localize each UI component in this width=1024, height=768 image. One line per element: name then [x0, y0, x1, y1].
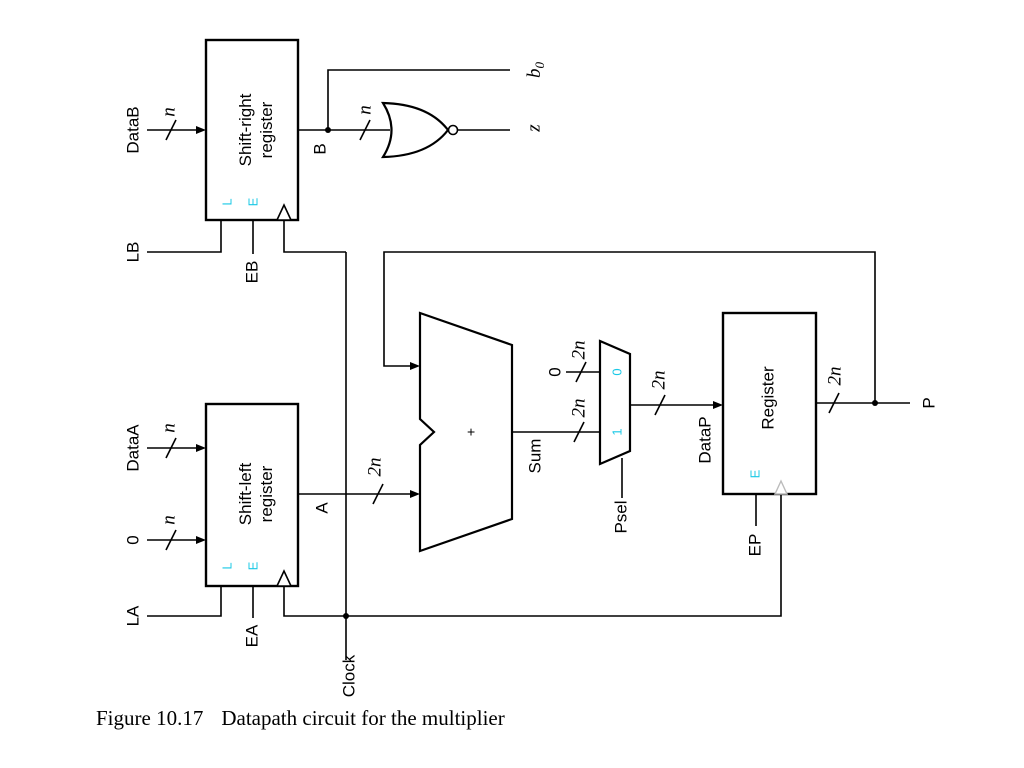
shift-left-label-1: Shift-left — [236, 463, 255, 526]
zero-a-arrowhead — [196, 536, 206, 544]
z-output-label: z — [523, 124, 544, 133]
shift-right-register — [204, 38, 300, 222]
p-bus-slash — [828, 392, 840, 414]
sum-bus-slash — [573, 421, 585, 443]
mux-pin-1: 1 — [609, 428, 624, 435]
p-register — [721, 311, 818, 496]
datap-bus-slash — [654, 394, 666, 416]
clock-to-shift-left-and-register — [283, 494, 782, 617]
zero-a-label: 0 — [123, 535, 142, 544]
figure-number: Figure 10.17 — [96, 706, 204, 730]
p-bus-width: 2n — [824, 367, 845, 386]
clock-to-shift-right — [283, 220, 346, 253]
clock-label: Clock — [339, 654, 358, 697]
mux-zero-label: 0 — [545, 367, 564, 376]
mux-zero-width: 2n — [568, 341, 589, 360]
a-arrowhead — [410, 490, 420, 498]
datab-width: n — [158, 107, 179, 117]
multiplexer — [598, 339, 632, 466]
clock-junction — [343, 613, 349, 619]
lb-label: LB — [123, 242, 142, 263]
datap-label: DataP — [695, 416, 714, 463]
adder-symbol: + — [463, 428, 479, 436]
b0-output-label: b0 — [524, 62, 547, 79]
a-signal-label: A — [312, 502, 331, 514]
datap-bus-width: 2n — [648, 371, 669, 390]
ea-label: EA — [242, 624, 261, 647]
dataa-arrowhead — [196, 444, 206, 452]
sum-label: Sum — [525, 439, 544, 474]
datab-arrowhead — [196, 126, 206, 134]
zero-a-slash — [165, 529, 177, 551]
figure-caption-text: Datapath circuit for the multiplier — [221, 706, 505, 730]
register-label: Register — [758, 366, 777, 430]
a-bus-width: 2n — [364, 458, 385, 477]
figure-caption: Figure 10.17 Datapath circuit for the mul… — [96, 706, 505, 731]
register-enable-pin: E — [747, 469, 762, 478]
zero-a-width: n — [158, 515, 179, 525]
datab-label: DataB — [123, 106, 142, 153]
shift-right-enable-pin: E — [245, 197, 260, 206]
eb-label: EB — [242, 261, 261, 284]
b0-wire — [327, 69, 510, 130]
dataa-label: DataA — [123, 424, 142, 472]
psel-label: Psel — [611, 500, 630, 533]
nor-gate — [380, 101, 450, 159]
shift-right-label-2: register — [257, 101, 276, 158]
shift-left-register — [204, 402, 300, 588]
shift-left-load-pin: L — [219, 562, 234, 569]
a-bus-slash — [372, 483, 384, 505]
shift-left-enable-pin: E — [245, 561, 260, 570]
dataa-slash — [165, 437, 177, 459]
b-signal-label: B — [310, 143, 329, 154]
nor-bubble — [447, 124, 459, 136]
register-clock-triangle — [773, 479, 789, 495]
p-output-label: P — [919, 397, 938, 408]
la-label: LA — [123, 605, 142, 626]
adder — [418, 311, 514, 553]
p-junction — [872, 400, 878, 406]
datab-slash — [165, 119, 177, 141]
shift-left-label-2: register — [257, 465, 276, 522]
ep-label: EP — [745, 534, 764, 557]
mux-zero-slash — [575, 361, 587, 383]
shift-right-label-1: Shift-right — [236, 93, 255, 166]
datap-arrowhead — [713, 401, 723, 409]
dataa-width: n — [158, 423, 179, 433]
feedback-arrowhead — [410, 362, 420, 370]
shift-right-load-pin: L — [219, 198, 234, 205]
mux-pin-0: 0 — [609, 368, 624, 375]
nor-input-slash — [359, 119, 371, 141]
nor-input-width: n — [354, 105, 375, 115]
feedback-wire — [383, 251, 876, 403]
sum-bus-width: 2n — [568, 399, 589, 418]
la-wire — [147, 586, 222, 617]
lb-wire — [147, 220, 222, 253]
